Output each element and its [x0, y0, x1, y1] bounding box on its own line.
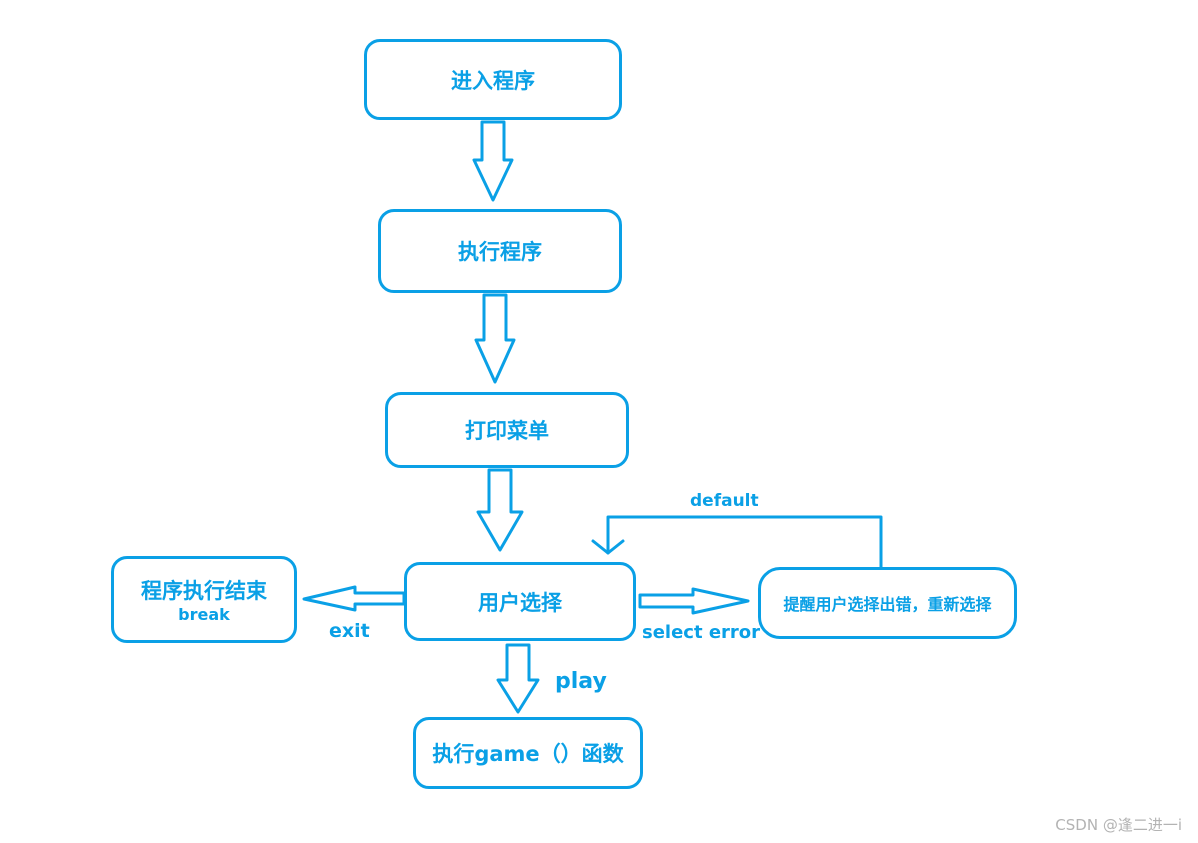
node-error-label: 提醒用户选择出错，重新选择	[783, 595, 992, 614]
node-end-label: 程序执行结束	[141, 579, 267, 603]
edge-label-select-error: select error	[642, 622, 761, 643]
node-start: 进入程序	[364, 39, 622, 120]
arrow-choice-to-end	[302, 585, 406, 612]
node-execute: 执行程序	[378, 209, 622, 293]
watermark-text: CSDN @逢二进一i	[1055, 816, 1182, 834]
arrow-menu-to-choice	[476, 468, 524, 552]
edge-label-play: play	[555, 669, 607, 694]
arrow-error-default-loop	[606, 515, 883, 570]
edge-label-default: default	[690, 491, 759, 511]
node-end: 程序执行结束 break	[111, 556, 297, 643]
node-menu: 打印菜单	[385, 392, 629, 468]
node-error: 提醒用户选择出错，重新选择	[758, 567, 1017, 639]
node-game-label: 执行game（）函数	[432, 742, 624, 766]
node-end-sublabel: break	[178, 605, 230, 624]
node-choice: 用户选择	[404, 562, 636, 641]
arrow-choice-to-game	[496, 643, 540, 714]
node-game: 执行game（）函数	[413, 717, 643, 789]
arrow-execute-to-menu	[474, 293, 516, 384]
node-execute-label: 执行程序	[458, 240, 542, 264]
arrow-choice-to-error	[638, 587, 750, 615]
arrow-error-default-head	[591, 539, 625, 555]
edge-label-exit: exit	[329, 620, 370, 642]
node-choice-label: 用户选择	[478, 590, 562, 615]
node-start-label: 进入程序	[451, 68, 535, 93]
node-menu-label: 打印菜单	[465, 419, 549, 443]
arrow-start-to-execute	[472, 120, 514, 202]
